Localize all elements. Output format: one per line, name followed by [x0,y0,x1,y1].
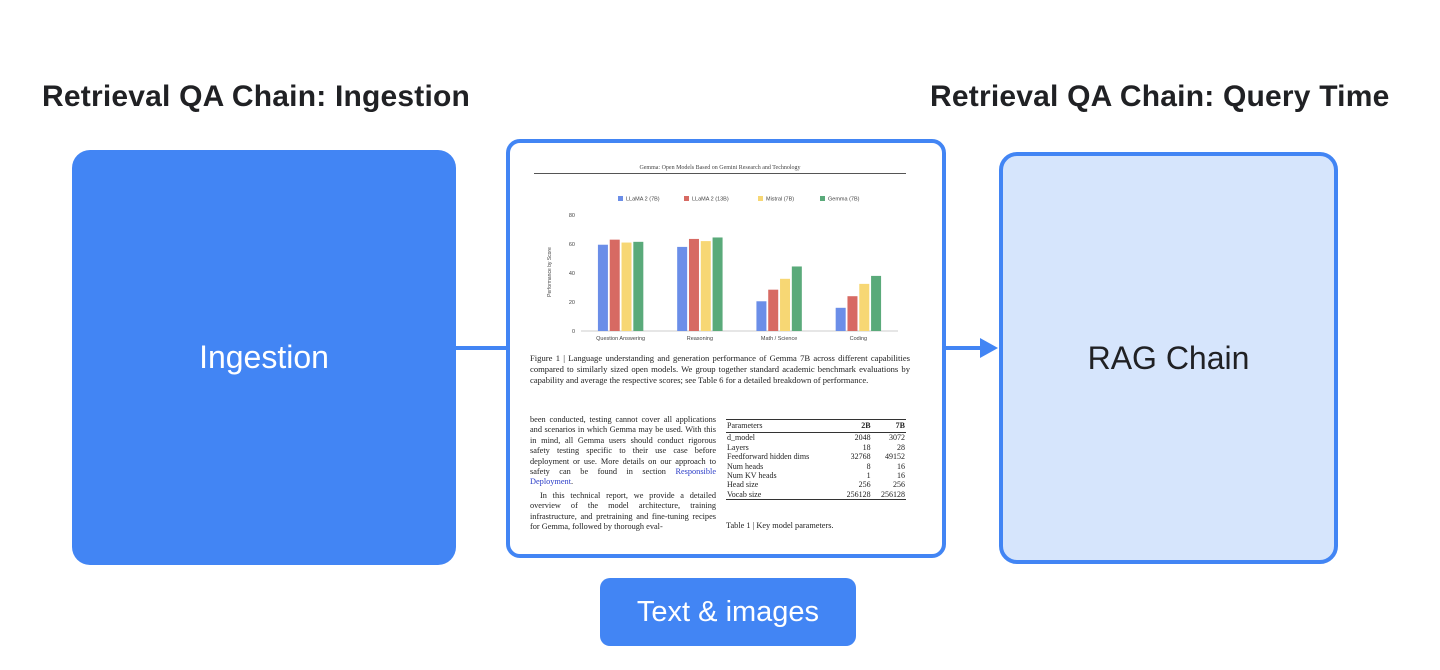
bar [871,275,882,331]
ingestion-heading: Retrieval QA Chain: Ingestion [42,80,471,113]
y-tick-label: 20 [569,300,575,306]
bar [597,244,608,331]
rag-chain-box: RAG Chain [999,152,1338,564]
table-header: Parameters [727,421,763,430]
y-axis-label: Performance by Score [547,247,553,297]
table-row: d_model 2048 3072 [726,433,906,443]
text-images-label: Text & images [636,595,820,628]
body-paragraph: In this technical report, we provide a d… [530,490,716,532]
table-cell: 2048 [854,433,871,443]
rag-chain-label: RAG Chain [1087,339,1250,376]
legend-swatch [684,196,689,201]
table-cell: Num heads [727,461,764,471]
table-cell: d_model [727,433,755,443]
bar [712,237,723,331]
figure-caption: Figure 1 | Language understanding and ge… [530,353,910,385]
chart-legend: LLaMA 2 (7B) LLaMA 2 (13B) Mistral (7B) Gem… [618,196,860,203]
bar [859,283,870,331]
bar [621,242,632,331]
y-tick-label: 60 [569,242,575,248]
bar [609,239,620,331]
y-tick-label: 0 [572,329,575,335]
table-cell: Feedforward hidden dims [727,452,810,462]
bar [780,278,791,331]
table-cell: 256 [858,480,871,490]
table-cell: 18 [862,442,871,452]
responsible-deployment-link[interactable]: Responsible Deployment [530,467,716,487]
legend-label: Gemma (7B) [828,197,860,203]
bar [633,241,644,331]
table-row: Vocab size 256128 256128 [726,490,906,500]
table-header: 7B [895,421,905,430]
table-cell: 16 [897,471,905,481]
bar [835,307,846,331]
legend-label: Mistral (7B) [766,197,794,203]
table-cell: Vocab size [727,489,762,499]
bar-chart: LLaMA 2 (7B) LLaMA 2 (13B) Mistral (7B) Gem… [547,196,898,342]
bar [791,266,802,331]
x-tick-label: Question Answering [596,336,645,342]
table-cell: Head size [727,480,759,490]
text-images-badge: Text & images [600,578,856,646]
chart-bars [597,237,882,331]
table-caption: Table 1 | Key model parameters. [726,521,834,530]
table-cell: 16 [897,461,905,471]
table-cell: 256 [893,480,905,490]
bar [756,301,767,331]
legend-swatch [758,196,763,201]
legend-label: LLaMA 2 (7B) [626,197,660,203]
y-tick-label: 40 [569,271,575,277]
x-tick-label: Reasoning [687,336,713,342]
table-row: Feedforward hidden dims 32768 49152 [726,452,906,461]
arrow-head-icon [980,338,998,358]
table-cell: Layers [727,442,749,452]
x-tick-label: Coding [850,336,867,342]
bar [677,246,688,331]
legend-swatch [618,196,623,201]
table-cell: 28 [897,442,905,452]
table-row: Head size 256 256 [726,480,906,489]
document-title: Gemma: Open Models Based on Gemini Resea… [639,165,801,171]
connector-line-right [946,346,982,350]
x-tick-label: Math / Science [761,336,797,342]
query-time-heading: Retrieval QA Chain: Query Time [930,80,1390,113]
document-preview: Gemma: Open Models Based on Gemini Resea… [506,139,946,558]
connector-line-left [456,346,508,350]
document-rule [534,173,906,174]
body-text-column: been conducted, testing cannot cover all… [530,415,716,532]
table-cell: 256128 [881,489,905,499]
y-tick-label: 80 [569,213,575,219]
table-cell: Num KV heads [727,471,777,481]
table-cell: 1 [866,471,871,481]
table-header: 2B [861,421,871,430]
ingestion-box: Ingestion [72,150,456,565]
bar [700,241,711,331]
table-cell: 256128 [846,489,871,499]
legend-label: LLaMA 2 (13B) [692,197,729,203]
body-paragraph: been conducted, testing cannot cover all… [530,415,716,487]
bar [768,289,779,331]
bar [847,296,858,331]
table-row: Num KV heads 1 16 [726,471,906,480]
table-cell: 49152 [885,452,905,462]
table-cell: 3072 [889,433,905,443]
ingestion-label: Ingestion [199,339,329,375]
table-cell: 32768 [850,452,871,462]
legend-swatch [820,196,825,201]
table-row: Layers 18 28 [726,443,906,452]
table-row: Num heads 8 16 [726,462,906,471]
bar [688,238,699,331]
table-cell: 8 [866,461,871,471]
table-header-row: Parameters 2B 7B [726,419,906,433]
